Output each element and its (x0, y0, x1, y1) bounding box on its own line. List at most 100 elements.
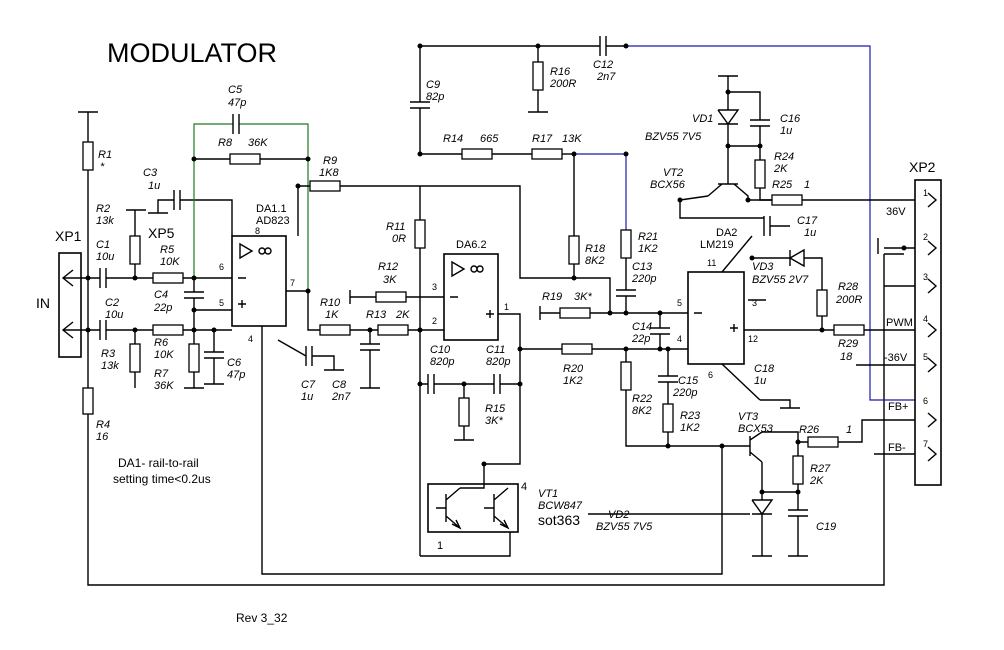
r18-ref: R18 (585, 243, 606, 255)
r15-ref: R15 (485, 403, 506, 415)
r26-value: 1 (846, 424, 852, 436)
c5-value: 47p (228, 97, 246, 109)
r8-value: 36K (248, 137, 268, 149)
da2-part: LM219 (700, 239, 734, 251)
da62-pin-2: 2 (432, 316, 437, 326)
r4-ref: R4 (96, 419, 110, 431)
c9-ref: C9 (426, 79, 440, 91)
vt2-value: BCX56 (650, 179, 686, 191)
da2-comparator: DA2 LM219 11 5 4 12 6 3 (677, 227, 834, 401)
da11-pin-5: 5 (219, 298, 224, 308)
c6-ref: C6 (227, 357, 242, 369)
c18-value: 1u (754, 375, 766, 387)
top-feedback-bus: C9 82p R14 665 R16 200R C12 2n7 R17 13K (410, 36, 915, 401)
c10-value: 820p (430, 356, 454, 368)
r25-ref: R25 (772, 179, 793, 191)
xp2-pin-6: 6 (923, 396, 928, 406)
xp2-pin-5: 5 (923, 352, 928, 362)
xp2-pin-1: 1 (923, 188, 928, 198)
r27-ref: R27 (810, 463, 831, 475)
c10-ref: C10 (430, 344, 451, 356)
da11-input-network: R5 10K R6 10K R7 36K C4 22p C6 47p (152, 244, 245, 392)
r6-ref: R6 (154, 337, 169, 349)
c5-ref: C5 (228, 84, 243, 96)
vt1-transistor: 1 4 VT1 BCW847 sot363 (420, 464, 583, 557)
r21-ref: R21 (638, 231, 658, 243)
c16-ref: C16 (780, 113, 801, 125)
r5-value: 10K (160, 256, 180, 268)
r23-value: 1K2 (680, 422, 700, 434)
r9-ref: R9 (323, 155, 337, 167)
c13-ref: C13 (632, 261, 653, 273)
c6-value: 47p (227, 369, 245, 381)
c9-value: 82p (426, 91, 444, 103)
xp2-signal-fbminus: FB- (888, 442, 906, 454)
vt3-value: BCX53 (738, 423, 774, 435)
r22-value: 8K2 (632, 405, 652, 417)
da11-ref: DA1.1 (256, 203, 287, 215)
output-network: VD3 BZV55 2V7 R28 200R R29 18 (752, 248, 915, 363)
da2-pin-4: 4 (677, 334, 682, 344)
c18-ref: C18 (754, 363, 775, 375)
vd3-value: BZV55 2V7 (752, 274, 809, 286)
vd1-ref: VD1 (692, 113, 713, 125)
r16-value: 200R (549, 78, 576, 90)
r2-value: 13k (96, 215, 114, 227)
c7-value: 1u (301, 391, 313, 403)
c14-value: 22p (631, 333, 650, 345)
xp5-name: XP5 (148, 225, 175, 241)
r16-ref: R16 (550, 66, 571, 78)
c1-c2-caps: C1 10u C2 10u (94, 209, 153, 388)
vd2-ref: VD2 (608, 509, 629, 521)
da2-pin-5: 5 (677, 298, 682, 308)
high-side-driver: VD1 BZV55 7V5 C16 1u R24 2K VT2 BCX56 R2… (645, 75, 915, 239)
c14-ref: C14 (632, 321, 652, 333)
c8-value: 2n7 (331, 391, 351, 403)
vt1-part: BCW847 (538, 500, 583, 512)
r20-ref: R20 (563, 363, 584, 375)
r19-value: 3K* (574, 291, 592, 303)
r12-value: 3K (383, 274, 397, 286)
da2-input-network: R18 8K2 R19 3K* R20 1K2 R21 1K2 C13 220p (519, 154, 688, 387)
da62-input-network: R11 0R R12 3K R13 2K (349, 186, 444, 330)
c3-ref: C3 (143, 167, 158, 179)
r14-ref: R14 (443, 133, 463, 145)
vt3-ref: VT3 (738, 411, 759, 423)
xp2-pin-7: 7 (923, 439, 928, 449)
r8-ref: R8 (218, 137, 233, 149)
da2-pin-6: 6 (708, 370, 713, 380)
r17-value: 13K (562, 133, 582, 145)
r11-ref: R11 (386, 221, 405, 233)
xp2-signal-fbplus: FB+ (888, 401, 908, 413)
da11-feedback: C5 47p R8 36K (193, 84, 309, 290)
c15-ref: C15 (678, 375, 699, 387)
r13-ref: R13 (366, 309, 387, 321)
revision-label: Rev 3_32 (236, 611, 288, 625)
diagram-title: MODULATOR (107, 38, 277, 68)
c11-ref: C11 (486, 344, 505, 356)
c19-ref: C19 (816, 521, 836, 533)
vt1-pin-1: 1 (437, 540, 443, 552)
da62-pin-1: 1 (504, 302, 509, 312)
c16-value: 1u (780, 125, 792, 137)
r10-value: 1K (325, 309, 339, 321)
r20-value: 1K2 (563, 375, 583, 387)
xp2-signal-minus36v: -36V (884, 352, 908, 364)
c7-ref: C7 (301, 379, 316, 391)
vd3-ref: VD3 (752, 261, 774, 273)
da62-pin-3: 3 (432, 282, 437, 292)
xp1-connector: XP1 IN (36, 228, 94, 358)
r6-value: 10K (154, 349, 174, 361)
xp2-wiring (856, 238, 915, 455)
note-line-2: setting time<0.2us (113, 472, 211, 486)
r29-value: 18 (840, 351, 853, 363)
r28-value: 200R (835, 294, 862, 306)
c11-value: 820p (486, 356, 510, 368)
c17-ref: C17 (797, 215, 818, 227)
da11-pin-7: 7 (290, 278, 295, 288)
r7-ref: R7 (154, 368, 169, 380)
r4-value: 16 (96, 431, 109, 443)
xp2-pin-4: 4 (923, 314, 928, 324)
